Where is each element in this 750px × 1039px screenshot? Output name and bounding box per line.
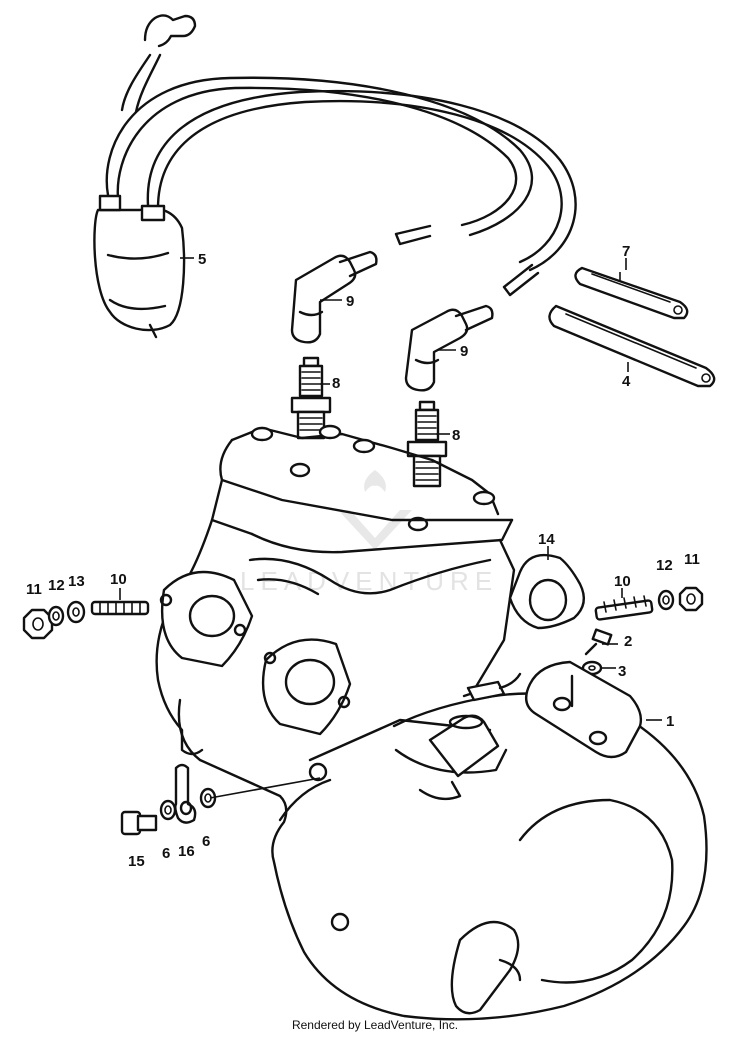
ignition-wires [105,14,577,297]
callout-10-right: 10 [614,573,631,590]
callout-3: 3 [618,663,626,680]
leader-lines [119,257,662,799]
callout-4: 4 [622,373,631,390]
callout-1: 1 [666,713,674,730]
nut-right [678,586,704,612]
callout-7: 7 [622,243,630,260]
lockwasher-left [47,605,65,627]
callout-10-left: 10 [110,571,127,588]
washer-left [66,600,86,624]
banjo-fitting [174,763,197,824]
callout-2: 2 [624,633,632,650]
bracket-upper [574,266,689,320]
callout-9-right: 9 [460,343,468,360]
engine-block [155,424,708,1021]
callout-13: 13 [68,573,85,590]
ignition-coil [93,194,186,339]
callout-14: 14 [538,531,555,548]
callout-11-right: 11 [684,551,700,568]
callout-12-left: 12 [48,577,65,594]
spark-plug-cap-left [290,250,378,344]
bracket-lower [548,304,716,388]
callout-6-left: 6 [162,845,170,862]
callout-9-left: 9 [346,293,354,310]
washer-6a [159,799,177,821]
callout-6-right: 6 [202,833,210,850]
footer-credit: Rendered by LeadVenture, Inc. [291,1018,459,1032]
callout-11-left: 11 [26,581,42,598]
mounting-plate [524,660,643,759]
spark-plug-right [406,400,448,488]
callout-12-right: 12 [656,557,673,574]
spark-plug-cap-right [404,304,494,392]
manifold-gasket [508,553,586,630]
callout-8-left: 8 [332,375,340,392]
watermark-logo [338,470,412,550]
callout-16: 16 [178,843,195,860]
nut-left [22,608,54,640]
callout-8-right: 8 [452,427,460,444]
stud-left [90,600,150,616]
stud-right [594,595,654,621]
callouts: 5 7 4 9 9 8 8 14 11 12 13 10 10 12 11 2 … [26,243,700,870]
callout-15: 15 [128,853,145,870]
wire-connector [462,672,522,702]
callout-5: 5 [198,251,206,268]
bolt-large [120,810,158,836]
bolt-small [584,628,613,656]
washer-right [657,589,675,611]
